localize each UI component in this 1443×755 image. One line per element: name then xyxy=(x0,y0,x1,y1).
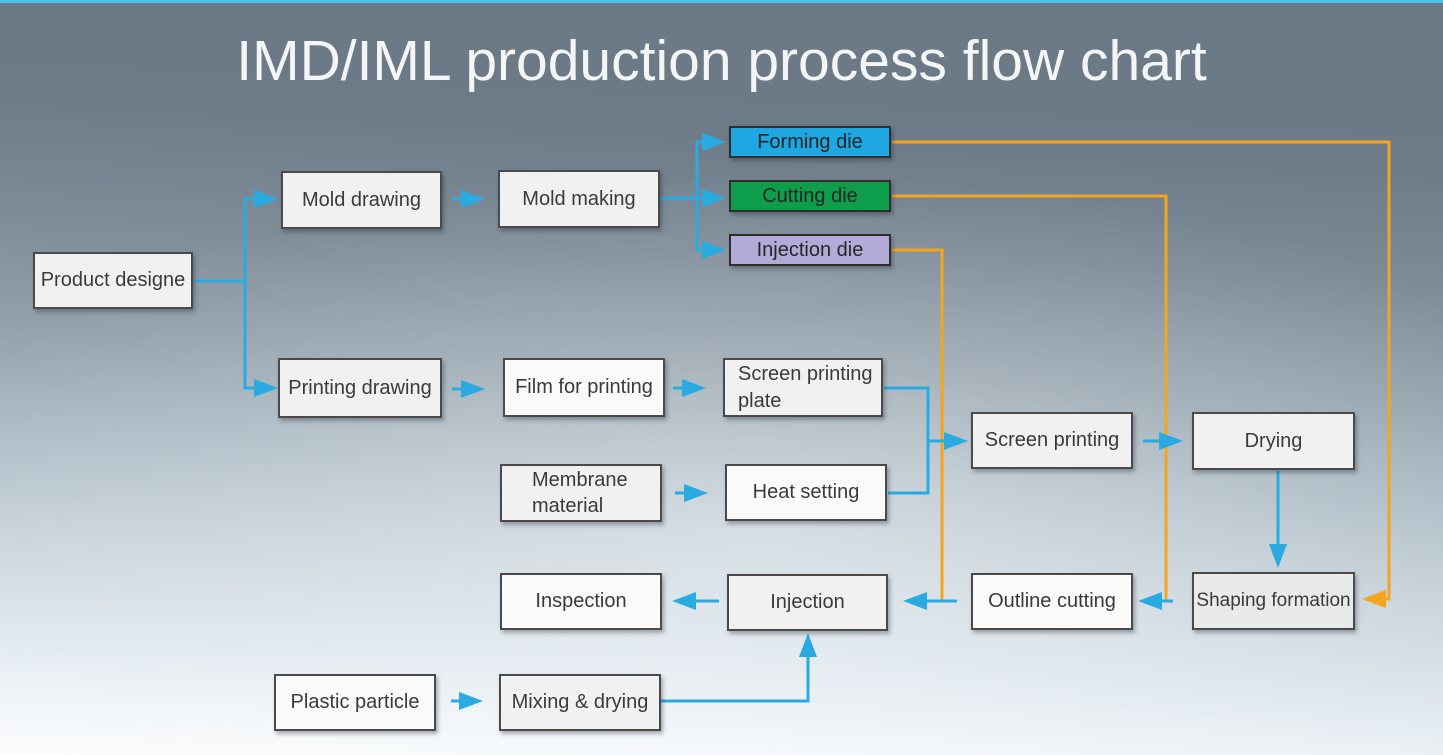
edge-mold-making-to-forming-die xyxy=(695,133,726,198)
node-label: Screen printing xyxy=(984,429,1120,452)
edge-product-designe-to-printing-drawing xyxy=(243,281,278,397)
node-label: Injection die xyxy=(756,238,864,261)
node-forming-die: Forming die xyxy=(729,126,891,158)
edge-injection-die-to-injection xyxy=(892,248,944,601)
node-mold-making: Mold making xyxy=(498,170,660,228)
edge-plate-merge xyxy=(884,386,930,441)
edge-mold-making-to-injection-die xyxy=(695,198,726,259)
node-drying: Drying xyxy=(1192,412,1355,470)
node-label: Membrane material xyxy=(532,468,628,517)
node-screen-printing-plate: Screen printing plate xyxy=(723,358,883,417)
node-label: Product designe xyxy=(40,269,186,292)
node-outline-cutting: Outline cutting xyxy=(971,573,1133,630)
edge-forming-die-to-shaping-formation xyxy=(892,140,1391,608)
edge-heat-setting-merge xyxy=(888,441,930,495)
node-product-designe: Product designe xyxy=(33,252,193,309)
top-accent-strip xyxy=(0,0,1443,3)
node-inspection: Inspection xyxy=(500,573,662,630)
node-label: Heat setting xyxy=(752,481,860,504)
node-label: Cutting die xyxy=(762,184,858,207)
node-mixing-drying: Mixing & drying xyxy=(499,674,661,731)
node-label: Plastic particle xyxy=(290,691,420,714)
node-label: Outline cutting xyxy=(988,590,1116,613)
node-label: Mold making xyxy=(522,187,636,210)
node-label: Printing drawing xyxy=(288,376,432,399)
node-label: Forming die xyxy=(757,130,863,153)
node-label: Mixing & drying xyxy=(511,691,649,714)
node-mold-drawing: Mold drawing xyxy=(281,171,442,229)
node-label: Injection xyxy=(770,591,845,614)
node-heat-setting: Heat setting xyxy=(725,464,887,521)
edge-mixing-to-injection xyxy=(661,633,817,703)
node-label: Drying xyxy=(1244,429,1303,452)
node-label: Mold drawing xyxy=(302,188,421,211)
node-printing-drawing: Printing drawing xyxy=(278,358,442,418)
node-membrane-material: Membrane material xyxy=(500,464,662,522)
node-plastic-particle: Plastic particle xyxy=(274,674,436,731)
edge-product-designe-to-mold-drawing xyxy=(243,190,278,281)
page-title: IMD/IML production process flow chart xyxy=(236,29,1207,93)
node-label: Shaping formation xyxy=(1196,590,1351,612)
node-cutting-die: Cutting die xyxy=(729,180,891,212)
node-label: Film for printing xyxy=(515,376,653,399)
edge-cutting-die-to-outline-cutting xyxy=(892,194,1168,601)
node-film-for-printing: Film for printing xyxy=(503,358,665,417)
node-injection: Injection xyxy=(727,574,888,631)
node-label: Inspection xyxy=(535,590,627,613)
node-injection-die: Injection die xyxy=(729,234,891,266)
node-label: Screen printing plate xyxy=(738,363,873,412)
node-screen-printing: Screen printing xyxy=(971,412,1133,469)
node-shaping-formation: Shaping formation xyxy=(1192,572,1355,630)
